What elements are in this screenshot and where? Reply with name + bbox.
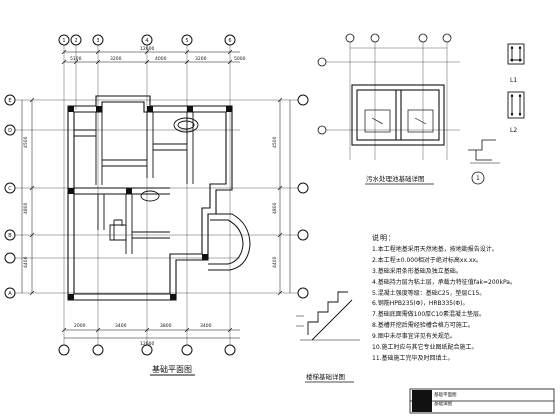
small-detail-label: 1 <box>476 175 480 182</box>
dim-left-2: 4800 <box>23 202 29 214</box>
ellipse-pads <box>140 117 199 202</box>
title-block: 基础平面图 基础详图 <box>412 390 552 412</box>
title-block-frame <box>409 388 555 414</box>
note-line: 3.基础采用条形基础及独立基础。 <box>372 267 462 275</box>
dim-right-1: 4500 <box>272 136 278 148</box>
column-blocks <box>68 106 232 300</box>
note-line: 1.本工程地基采用天然地基，按地勘报告设计。 <box>372 245 498 253</box>
grid-col-1: 1 <box>62 38 65 44</box>
foundation-outline <box>67 95 233 301</box>
grid-row-c: C <box>8 186 12 192</box>
note-line: 7.基础底面需做100厚C10素混凝土垫层。 <box>372 311 486 319</box>
dim-top-total: 12600 <box>140 46 154 52</box>
grid-row-e: E <box>8 98 11 104</box>
title-block-row-1: 基础平面图 <box>434 393 457 398</box>
grid-col-6: 6 <box>228 38 231 44</box>
grid-row-d: D <box>8 128 12 134</box>
pool-detail-title: 污水处理池基础详图 <box>366 174 425 183</box>
general-notes: 说明： 1.本工程地基采用天然地基，按地勘报告设计。 2.本工程±0.000相对… <box>372 233 552 365</box>
stair-detail <box>296 291 360 341</box>
note-line: 6.钢筋HPB235(Φ)，HRB335(Φ)。 <box>372 300 469 308</box>
dim-top-3: 4000 <box>155 56 167 62</box>
plan-title: 基础平面图 <box>152 364 192 374</box>
dim-right-3: 4400 <box>272 256 278 268</box>
title-block-mark <box>412 390 432 412</box>
bay-foundation <box>208 213 251 271</box>
dim-top-2: 3200 <box>110 56 122 62</box>
plan-labels: 12600 5100 3200 4000 3200 5000 12600 200… <box>23 46 278 347</box>
dim-left-1: 4500 <box>23 136 29 148</box>
pool-detail <box>317 33 460 160</box>
dim-bottom-total: 12600 <box>140 341 154 347</box>
note-line: 9.图中未尽事宜详见有关规范。 <box>372 333 456 341</box>
grid-col-5: 5 <box>185 38 188 44</box>
foundation-plan <box>4 34 309 356</box>
grid-row-a: A <box>8 291 12 297</box>
note-line: 10.施工时应与其它专业图纸配合施工。 <box>372 344 478 352</box>
dimension-lines <box>21 51 291 339</box>
dim-top-5: 5000 <box>234 56 246 62</box>
grid-col-2: 2 <box>74 38 77 44</box>
note-line: 4.基础持力层为粘土层，承载力特征值fak=200kPa。 <box>372 278 516 286</box>
dim-bottom-1: 2000 <box>74 323 86 329</box>
section-l2-label: L2 <box>510 127 517 134</box>
dim-bottom-2: 3400 <box>115 323 127 329</box>
grid-col-4: 4 <box>145 38 148 44</box>
dim-bottom-3: 3800 <box>160 323 172 329</box>
grid-col-3: 3 <box>96 38 99 44</box>
small-detail-1 <box>468 139 500 185</box>
dim-top-4: 3200 <box>195 56 207 62</box>
dim-bottom-4: 3400 <box>200 323 212 329</box>
dim-top-1: 5100 <box>70 56 82 62</box>
grid-row-b: B <box>8 233 12 239</box>
notes-title: 说明： <box>372 234 396 242</box>
dim-ticks <box>29 49 283 333</box>
dim-right-2: 4800 <box>272 202 278 214</box>
dim-left-3: 4400 <box>23 256 29 268</box>
title-block-row-2: 基础详图 <box>434 402 452 407</box>
interior-foundations <box>74 112 194 254</box>
section-l1-label: L1 <box>510 77 517 84</box>
section-l1 <box>507 43 525 65</box>
section-l2 <box>507 91 525 119</box>
grid-bubble-labels: 1 2 3 4 5 6 E D C B A <box>8 38 232 297</box>
note-line: 11.基础施工完毕及时回填土。 <box>372 354 454 362</box>
note-line: 2.本工程±0.000相对于绝对标高xx.xx。 <box>372 256 483 264</box>
note-line: 5.混凝土强度等级：基础C25，垫层C15。 <box>372 289 486 297</box>
stair-detail-title: 楼梯基础详图 <box>306 372 345 381</box>
note-line: 8.基槽开挖后需经验槽合格方可施工。 <box>372 322 474 330</box>
